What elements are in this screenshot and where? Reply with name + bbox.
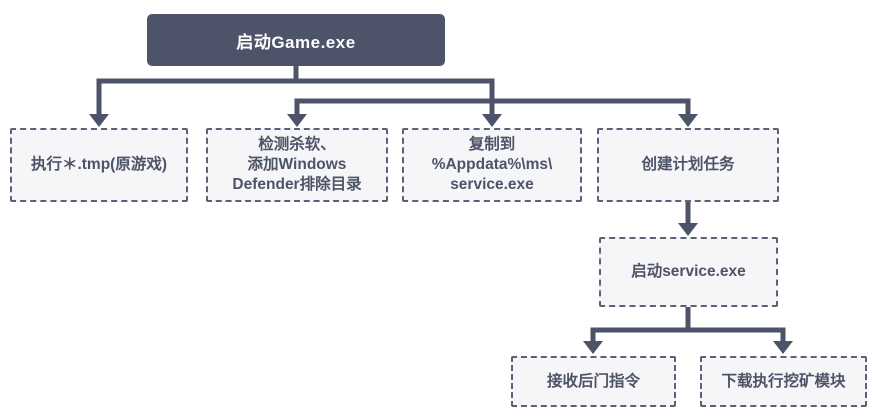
node-create-task: 创建计划任务: [597, 128, 779, 202]
node-recv-backdoor: 接收后门指令: [511, 356, 676, 407]
node-recv-backdoor-label: 接收后门指令: [546, 372, 640, 390]
edge-bottom-bus: [590, 327, 786, 343]
node-start-service-label: 启动service.exe: [631, 263, 746, 281]
node-detect-av-label: 检测杀软、 添加Windows Defender排除目录: [232, 136, 362, 193]
arrowhead-recv-backdoor: [583, 341, 603, 354]
node-copy-appdata: 复制到 %Appdata%\ms\ service.exe: [402, 128, 582, 202]
node-exec-tmp-label: 执行＊.tmp(原游戏): [30, 156, 168, 174]
arrowhead-create-task: [678, 114, 698, 127]
node-start-game-label: 启动Game.exe: [236, 32, 356, 52]
arrowhead-start-service: [678, 223, 698, 236]
node-exec-tmp: 执行＊.tmp(原游戏): [10, 128, 188, 202]
node-download-miner-label: 下载执行挖矿模块: [721, 372, 846, 390]
node-detect-av: 检测杀软、 添加Windows Defender排除目录: [206, 128, 388, 202]
node-copy-appdata-label: 复制到 %Appdata%\ms\ service.exe: [431, 136, 553, 193]
node-start-game: 启动Game.exe: [147, 14, 445, 66]
edge-lower-bus: [294, 98, 691, 115]
node-create-task-label: 创建计划任务: [641, 156, 735, 174]
arrowhead-download-miner: [773, 341, 793, 354]
arrowhead-exec-tmp: [89, 114, 109, 127]
arrowhead-copy-appdata: [482, 114, 502, 127]
node-download-miner: 下载执行挖矿模块: [700, 356, 867, 407]
node-start-service: 启动service.exe: [599, 237, 778, 307]
edge-upper-bus: [96, 78, 495, 115]
arrowhead-detect-av: [287, 114, 307, 127]
